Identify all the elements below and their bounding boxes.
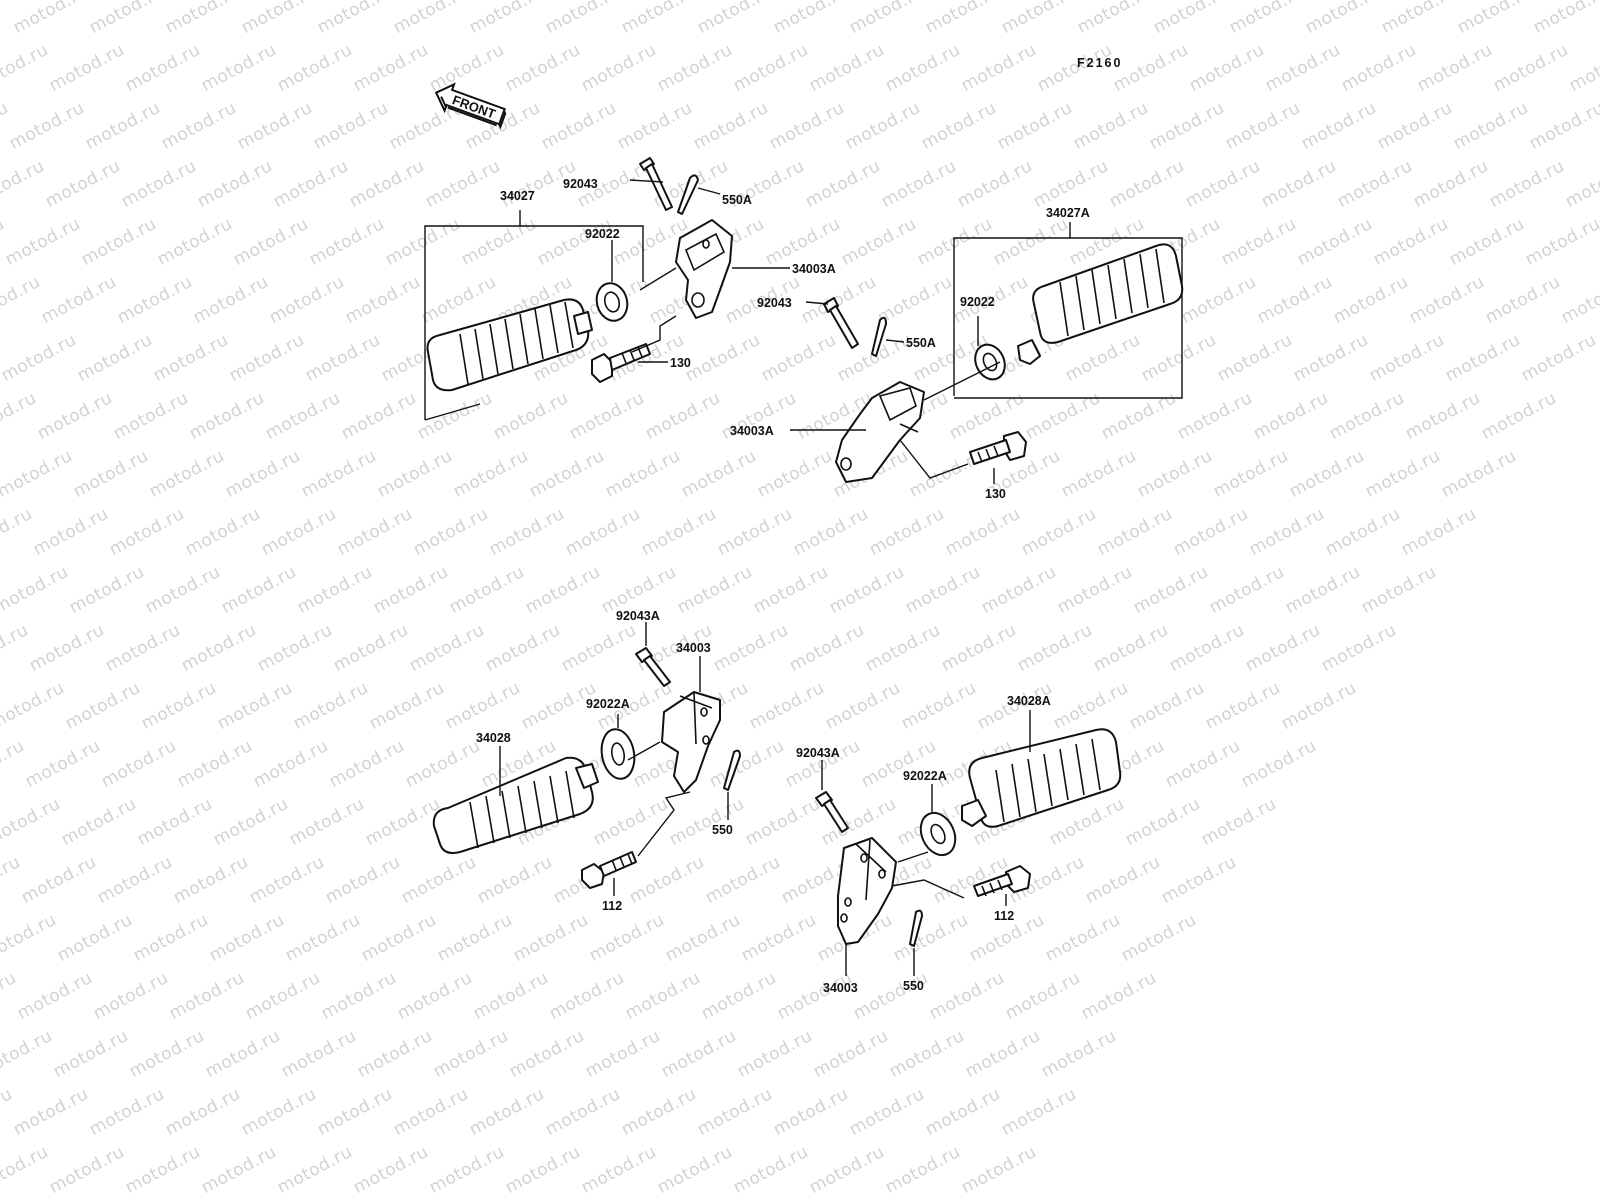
- label-92022-fl: 92022: [585, 227, 620, 241]
- label-130-fr: 130: [985, 487, 1006, 501]
- label-34028: 34028: [476, 731, 511, 745]
- label-34027: 34027: [500, 189, 535, 203]
- front-right-washer: [974, 343, 1006, 381]
- front-left-washer: [595, 282, 629, 322]
- front-left-bracket: [675, 219, 733, 319]
- front-left-footpeg-group: 34027 92043 550A 92022 34003A 130: [424, 157, 836, 421]
- label-92022-fr: 92022: [960, 295, 995, 309]
- label-34003a-fr: 34003A: [730, 424, 774, 438]
- front-right-footpeg-group: 34027A 92043 550A 92022 34003A 130: [730, 206, 1184, 501]
- front-left-bolt: [591, 343, 651, 383]
- label-92022a-rr: 92022A: [903, 769, 947, 783]
- label-550a-fl: 550A: [722, 193, 752, 207]
- rear-right-bolt: [973, 865, 1031, 897]
- rear-left-footpeg-group: 92043A 34003 92022A 34028 550 112: [432, 609, 741, 913]
- label-92043a-rl: 92043A: [616, 609, 660, 623]
- label-92043a-rr: 92043A: [796, 746, 840, 760]
- label-34003-rl: 34003: [676, 641, 711, 655]
- front-left-footpeg-rubber: [426, 298, 593, 392]
- rear-left-cotter-pin: [723, 749, 741, 791]
- rear-right-footpeg-rubber: [961, 728, 1122, 828]
- label-34027a: 34027A: [1046, 206, 1090, 220]
- label-34003a-fl: 34003A: [792, 262, 836, 276]
- rear-left-bracket: [661, 691, 721, 793]
- label-92043-fr: 92043: [757, 296, 792, 310]
- rear-left-washer: [600, 728, 636, 780]
- front-arrow-icon: FRONT: [434, 82, 507, 130]
- rear-right-cotter-pin: [909, 909, 923, 947]
- front-right-footpeg-rubber: [1017, 243, 1184, 365]
- label-550-rr: 550: [903, 979, 924, 993]
- label-112-rl: 112: [602, 899, 622, 913]
- rear-right-clevis-pin: [815, 791, 849, 833]
- front-right-cotter-pin: [871, 316, 887, 357]
- label-92022a-rl: 92022A: [586, 697, 630, 711]
- rear-right-washer: [919, 811, 957, 857]
- rear-right-footpeg-group: 34028A 92043A 92022A 112 34003 550: [796, 694, 1122, 995]
- label-112-rr: 112: [994, 909, 1014, 923]
- front-left-clevis-pin: [639, 157, 673, 211]
- label-130-fl: 130: [670, 356, 691, 370]
- rear-right-bracket: [837, 837, 897, 945]
- rear-left-clevis-pin: [635, 647, 671, 687]
- figure-code: F2160: [1077, 56, 1122, 70]
- label-550a-fr: 550A: [906, 336, 936, 350]
- front-right-bolt: [969, 431, 1027, 465]
- label-550-rl: 550: [712, 823, 733, 837]
- front-left-cotter-pin: [677, 174, 699, 215]
- label-34003-rr: 34003: [823, 981, 858, 995]
- label-92043-fl: 92043: [563, 177, 598, 191]
- rear-left-footpeg-rubber: [432, 756, 599, 854]
- label-34028a: 34028A: [1007, 694, 1051, 708]
- rear-left-bolt: [581, 851, 637, 889]
- front-right-bracket: [835, 381, 925, 483]
- front-right-clevis-pin: [823, 297, 859, 349]
